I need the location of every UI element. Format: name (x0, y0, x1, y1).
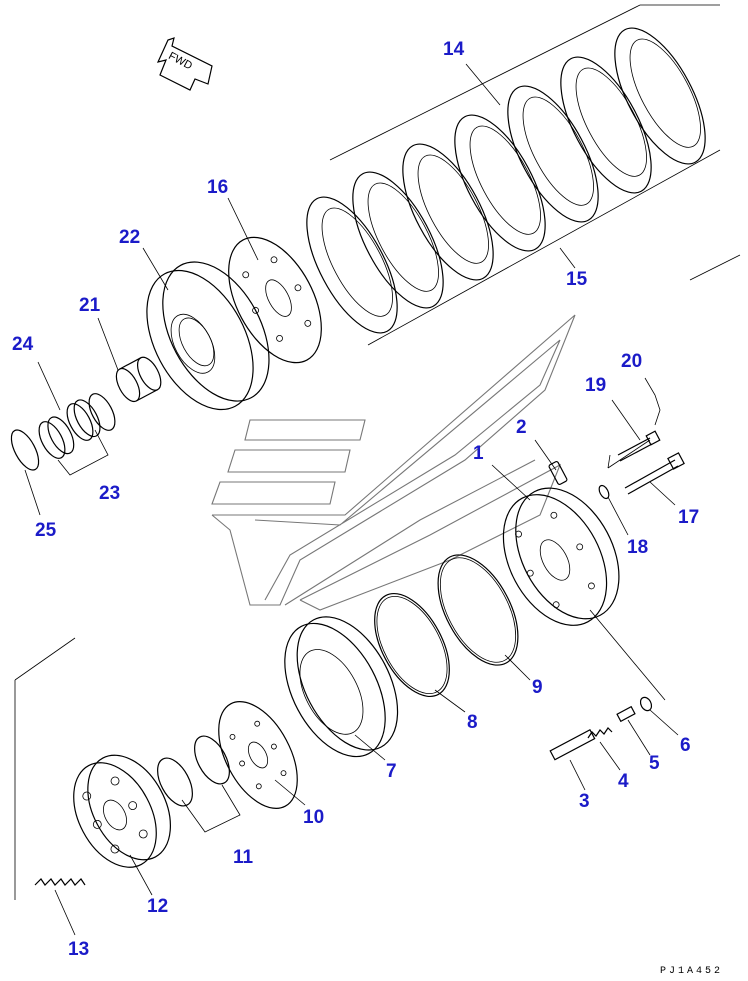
part-22-hub (142, 247, 270, 411)
drawing-code: PJ1A452 (660, 966, 724, 977)
callout-9: 9 (532, 677, 543, 698)
part-23-bearing-set (37, 361, 116, 476)
callout-10: 10 (303, 807, 325, 828)
part-19-bolt (611, 399, 661, 462)
callout-3: 3 (579, 791, 590, 812)
part-3-valve-stem (549, 728, 596, 791)
part-2-fitting (534, 439, 568, 485)
part-4-spring (587, 727, 621, 771)
callout-4: 4 (618, 771, 629, 792)
part-21-sleeve (97, 317, 162, 403)
callout-19: 19 (585, 375, 607, 396)
clutch-disc-pack (306, 4, 741, 346)
callout-25: 25 (35, 520, 57, 541)
callout-16: 16 (207, 177, 229, 198)
callout-21: 21 (79, 295, 101, 316)
callout-14: 14 (443, 39, 465, 60)
callout-22: 22 (119, 227, 141, 248)
callout-11: 11 (233, 847, 254, 868)
callout-1: 1 (473, 443, 484, 464)
part-17-bolt (624, 452, 685, 506)
part-20-pin (607, 377, 661, 469)
fwd-arrow-icon (156, 37, 213, 91)
watermark-logo (211, 314, 576, 611)
part-25-snap-ring (10, 429, 41, 516)
callout-23: 23 (99, 483, 121, 504)
part-8-seal-ring (374, 592, 466, 713)
callout-13: 13 (68, 939, 90, 960)
part-13-spring (34, 878, 86, 936)
callout-20: 20 (621, 351, 643, 372)
callout-5: 5 (649, 753, 660, 774)
part-12-retainer (14, 637, 171, 900)
part-7-piston (284, 616, 399, 761)
callout-18: 18 (627, 537, 649, 558)
part-5-plunger (616, 705, 651, 756)
callout-6: 6 (680, 735, 691, 756)
part-1-housing (491, 464, 620, 626)
callout-7: 7 (386, 761, 397, 782)
part-18-washer (598, 484, 629, 536)
callout-12: 12 (147, 896, 169, 917)
part-9-seal-ring (437, 554, 531, 681)
part-16-plate (227, 197, 322, 364)
callout-17: 17 (678, 507, 700, 528)
callout-15: 15 (566, 269, 588, 290)
callout-2: 2 (516, 417, 527, 438)
part-11-rings (157, 735, 241, 833)
callout-24: 24 (12, 334, 34, 355)
callout-8: 8 (467, 712, 478, 733)
part-6-plug (589, 609, 679, 736)
